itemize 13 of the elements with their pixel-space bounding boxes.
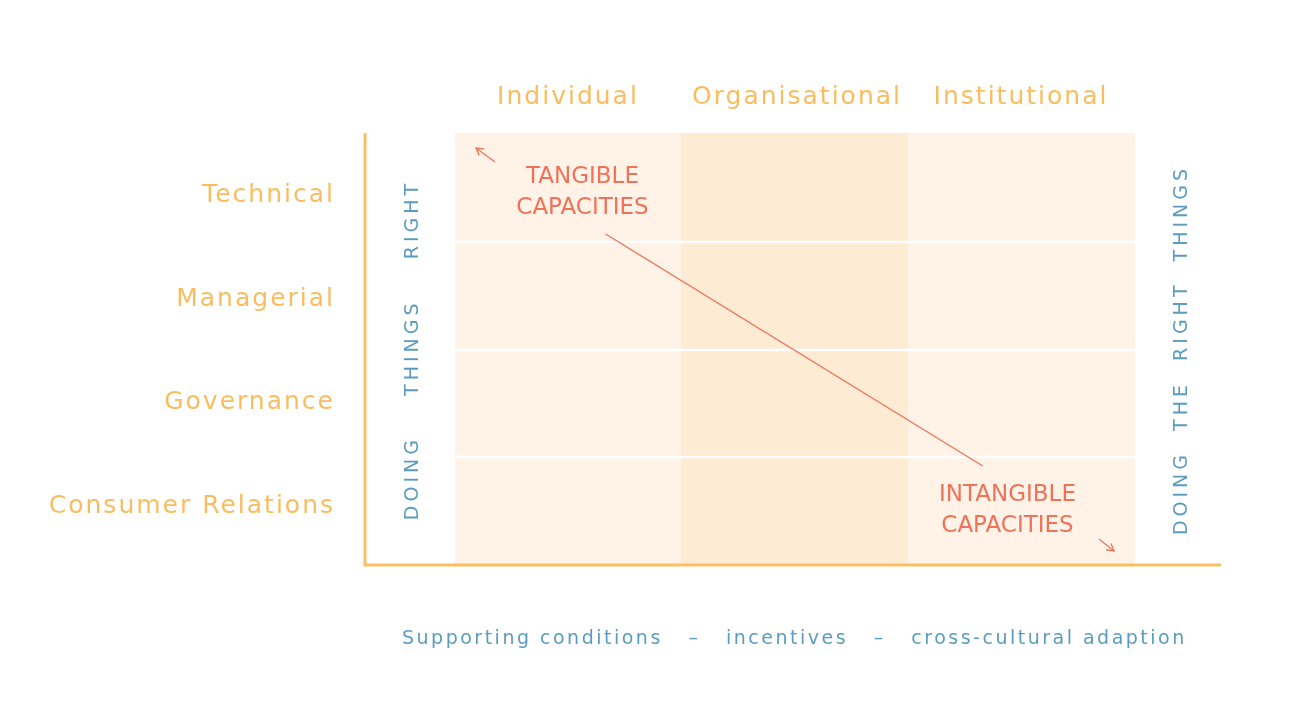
capacity-label: TANGIBLE CAPACITIES	[500, 160, 665, 222]
row-header: Managerial	[176, 282, 335, 312]
axis-label: DOING THE RIGHT THINGS	[1169, 164, 1191, 536]
axis-label: DOING THINGS RIGHT	[400, 179, 422, 521]
row-header: Technical	[202, 178, 335, 208]
capacity-label: INTANGIBLE CAPACITIES	[925, 478, 1090, 540]
row-header: Governance	[164, 385, 335, 415]
row-header: Consumer Relations	[48, 489, 335, 519]
column-header: Organisational	[692, 80, 902, 110]
column-header: Individual	[497, 80, 639, 110]
footer-text: Supporting conditions – incentives – cross-cultural adaption	[402, 626, 1187, 648]
connector-line	[604, 233, 984, 467]
column-header: Institutional	[933, 80, 1109, 110]
